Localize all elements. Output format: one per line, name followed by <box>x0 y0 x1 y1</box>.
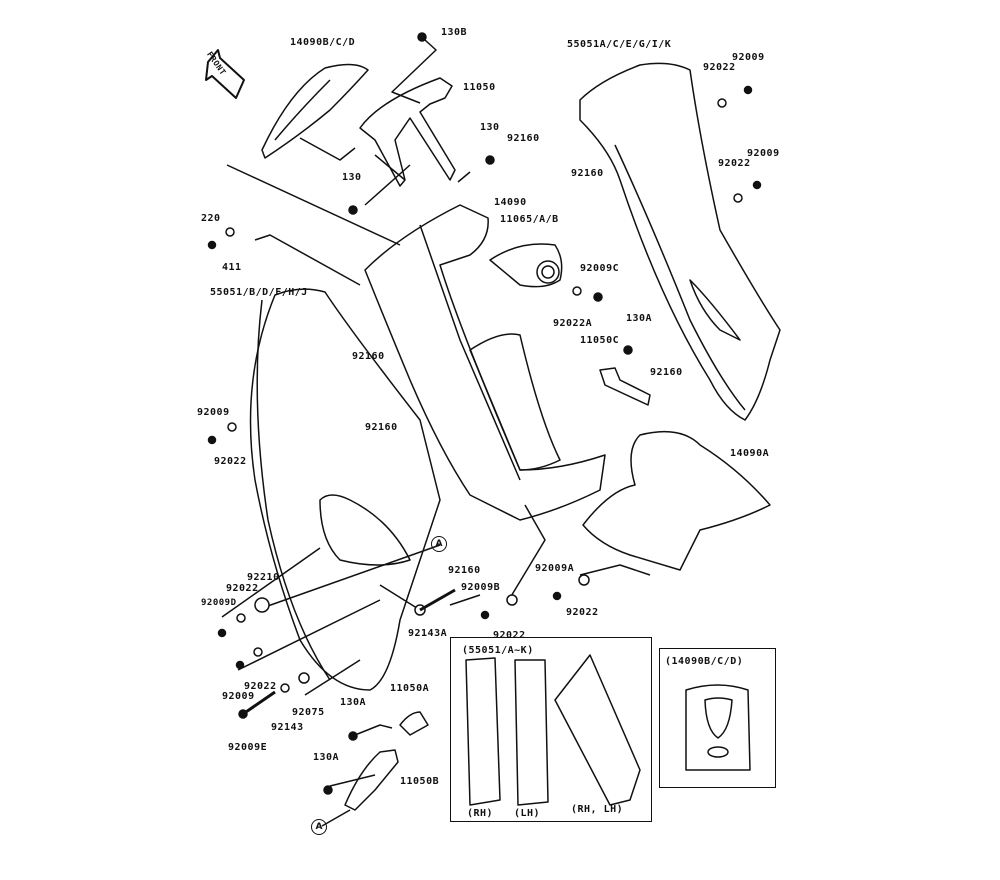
label-130b: 130B <box>441 27 468 38</box>
label-92009e: 92009E <box>228 742 268 753</box>
caption-rh-lh: (RH, LH) <box>571 804 624 815</box>
label-411: 411 <box>222 262 242 273</box>
part-11065 <box>489 243 563 288</box>
label-130a: 130A <box>626 313 653 324</box>
inset-cover-rhlh <box>554 654 641 806</box>
caption-rh: (RH) <box>467 808 494 819</box>
inset-cover-rh <box>465 657 501 806</box>
caption-lh: (LH) <box>514 808 541 819</box>
label-130: 130 <box>342 172 362 183</box>
label-130a: 130A <box>340 697 367 708</box>
inset-center-cover <box>659 648 776 788</box>
inset-side-covers <box>450 637 652 822</box>
part-14090bcd <box>261 63 369 159</box>
label-92022: 92022 <box>226 583 259 594</box>
label-130a: 130A <box>313 752 340 763</box>
inset-cover-lh <box>514 659 549 806</box>
label-92022: 92022 <box>703 62 736 73</box>
label-92009d: 92009D <box>201 598 237 608</box>
label-92009: 92009 <box>732 52 765 63</box>
inset-center-cover-title: (14090B/C/D) <box>665 656 744 667</box>
label-92160: 92160 <box>650 367 683 378</box>
label-14090bcd: 14090B/C/D <box>290 37 356 48</box>
part-11050b <box>344 749 399 811</box>
part-14090a <box>582 430 771 571</box>
label-92009c: 92009C <box>580 263 620 274</box>
label-55051bdfhj: 55051/B/D/F/H/J <box>210 287 308 298</box>
part-11050c <box>599 367 651 406</box>
inset-side-covers-title: (55051/A~K) <box>462 645 534 656</box>
inset-center-cover <box>685 684 751 771</box>
label-92160: 92160 <box>571 168 604 179</box>
label-130: 130 <box>480 122 500 133</box>
label-14090: 14090 <box>494 197 527 208</box>
label-92022: 92022 <box>566 607 599 618</box>
label-92009: 92009 <box>197 407 230 418</box>
part-55051-right <box>579 62 781 421</box>
label-92009: 92009 <box>222 691 255 702</box>
reference-marker-a: A <box>431 536 447 552</box>
label-11050a: 11050A <box>390 683 430 694</box>
label-11050b: 11050B <box>400 776 440 787</box>
label-92143: 92143 <box>271 722 304 733</box>
label-92160: 92160 <box>352 351 385 362</box>
label-92009b: 92009B <box>461 582 501 593</box>
label-55051acegik: 55051A/C/E/G/I/K <box>567 39 672 50</box>
label-92022: 92022 <box>718 158 751 169</box>
label-11050c: 11050C <box>580 335 620 346</box>
label-92009: 92009 <box>747 148 780 159</box>
label-92160: 92160 <box>365 422 398 433</box>
part-11050a <box>399 711 429 736</box>
part-14090 <box>364 204 606 521</box>
label-11065ab: 11065/A/B <box>500 214 559 225</box>
label-92022a: 92022A <box>553 318 593 329</box>
label-92022: 92022 <box>214 456 247 467</box>
label-220: 220 <box>201 213 221 224</box>
front-arrow-icon <box>205 49 245 99</box>
label-92160: 92160 <box>507 133 540 144</box>
fastener-icons <box>207 32 762 795</box>
label-92022: 92022 <box>493 630 526 641</box>
label-14090a: 14090A <box>730 448 770 459</box>
part-11050 <box>359 77 456 187</box>
reference-marker-a: A <box>311 819 327 835</box>
label-92143a: 92143A <box>408 628 448 639</box>
label-92009a: 92009A <box>535 563 575 574</box>
label-92022: 92022 <box>244 681 277 692</box>
part-55051-left <box>249 288 441 691</box>
label-11050: 11050 <box>463 82 496 93</box>
label-92075: 92075 <box>292 707 325 718</box>
label-92210: 92210 <box>247 572 280 583</box>
label-92160: 92160 <box>448 565 481 576</box>
